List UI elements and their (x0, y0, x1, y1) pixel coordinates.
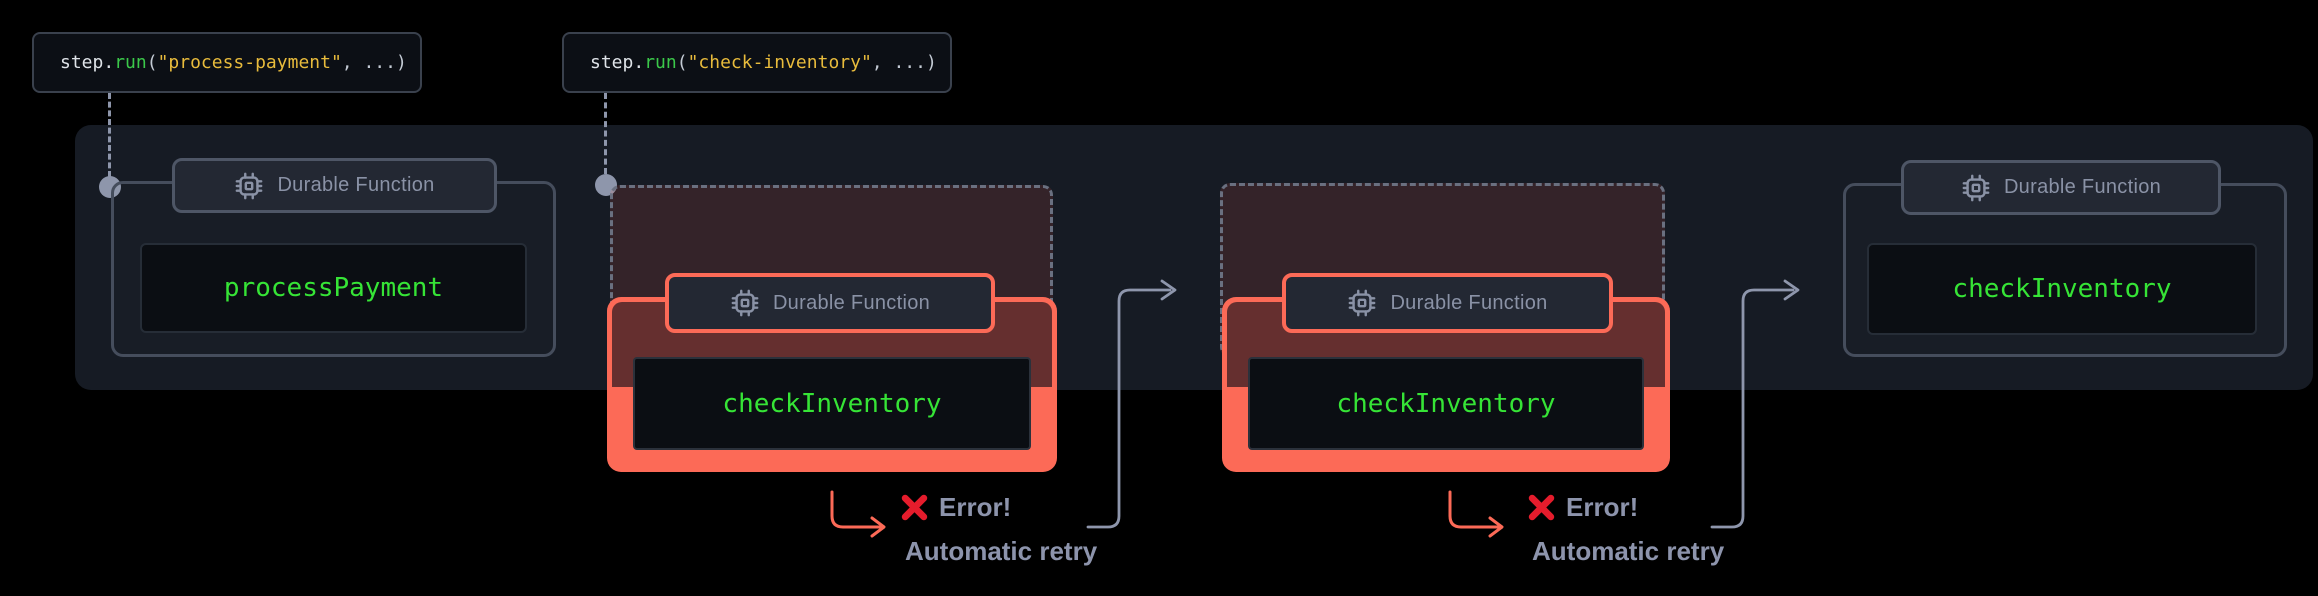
badge-label: Durable Function (1390, 291, 1548, 314)
badge-label: Durable Function (277, 174, 435, 196)
function-name: checkInventory (1952, 274, 2172, 304)
error-annotation-2: Error! (1528, 492, 1638, 523)
code-token: , ...) (341, 52, 407, 73)
code-token: run (114, 52, 147, 73)
durable-function-badge-3: Durable Function (1282, 273, 1613, 333)
code-token: step (60, 52, 104, 73)
down-right-red-arrow (1448, 490, 1504, 538)
durable-function-badge-2: Durable Function (665, 273, 995, 333)
code-token: ( (146, 52, 158, 73)
function-name-box-1: processPayment (140, 243, 527, 333)
code-token: run (644, 52, 677, 73)
cpu-chip-icon (1962, 174, 1990, 201)
cpu-chip-icon (236, 172, 263, 199)
code-token: "process-payment" (157, 52, 342, 73)
error-label: Error! (1566, 492, 1639, 522)
down-right-red-arrow (830, 490, 886, 538)
code-token: "check-inventory" (687, 52, 872, 73)
durable-function-badge-1: Durable Function (172, 158, 497, 213)
function-name-box-2: checkInventory (633, 357, 1031, 450)
function-name: checkInventory (722, 388, 942, 419)
cpu-chip-icon (731, 289, 759, 317)
code-label-process-payment: step.run("process-payment", ...) (32, 32, 422, 93)
retry-label-1: Automatic retry (905, 536, 1098, 566)
durable-function-badge-4: Durable Function (1901, 160, 2221, 215)
red-x-icon (1528, 494, 1555, 521)
code-token: . (103, 52, 115, 73)
connector-dashed-line (604, 93, 607, 174)
code-token: , ...) (871, 52, 937, 73)
function-name: checkInventory (1336, 388, 1556, 419)
code-token: . (633, 52, 645, 73)
badge-label: Durable Function (2003, 176, 2162, 198)
function-name: processPayment (223, 273, 444, 303)
red-x-icon (901, 494, 928, 521)
code-label-check-inventory: step.run("check-inventory", ...) (562, 32, 952, 93)
code-token: ( (676, 52, 688, 73)
cpu-chip-icon (1349, 289, 1376, 317)
code-token: step (590, 52, 634, 73)
error-annotation-1: Error! (901, 492, 1011, 523)
retry-label-2: Automatic retry (1532, 536, 1725, 566)
connector-dashed-line (108, 93, 111, 177)
function-name-box-4: checkInventory (1867, 243, 2257, 335)
function-name-box-3: checkInventory (1248, 357, 1644, 450)
badge-label: Durable Function (772, 291, 931, 314)
error-label: Error! (939, 492, 1012, 522)
